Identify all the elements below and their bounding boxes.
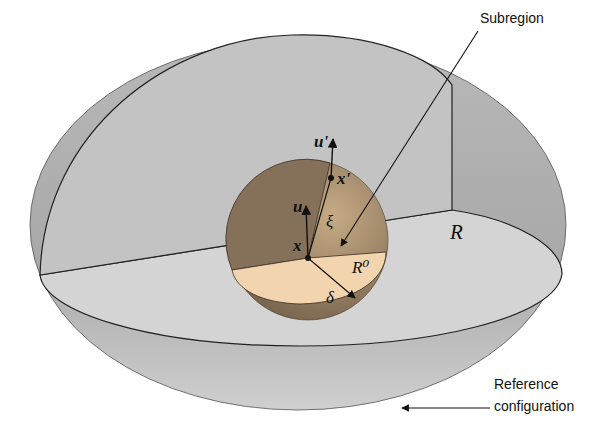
point-label: x' [337, 169, 350, 189]
callout-label: Reference configuration [494, 373, 586, 417]
vector-label: u' [314, 132, 328, 152]
dimension-label: δ [326, 288, 334, 308]
material-point [305, 255, 311, 261]
displacement-arrow [331, 139, 333, 178]
point-label: x [293, 236, 302, 256]
vector-label: u [293, 197, 302, 217]
sphere-horizontal-face [232, 252, 386, 304]
callout-label: Subregion [480, 10, 544, 26]
region-label: R [450, 220, 463, 244]
leader-arrow [341, 31, 478, 246]
vertical-cut-face [40, 35, 452, 275]
displacement-arrow [306, 206, 308, 258]
sphere-vertical-face [226, 159, 330, 270]
leader-arrow [402, 407, 490, 408]
material-point [328, 175, 334, 181]
bond-label: ξ [326, 212, 333, 232]
region-label: R⁰ [352, 258, 369, 278]
